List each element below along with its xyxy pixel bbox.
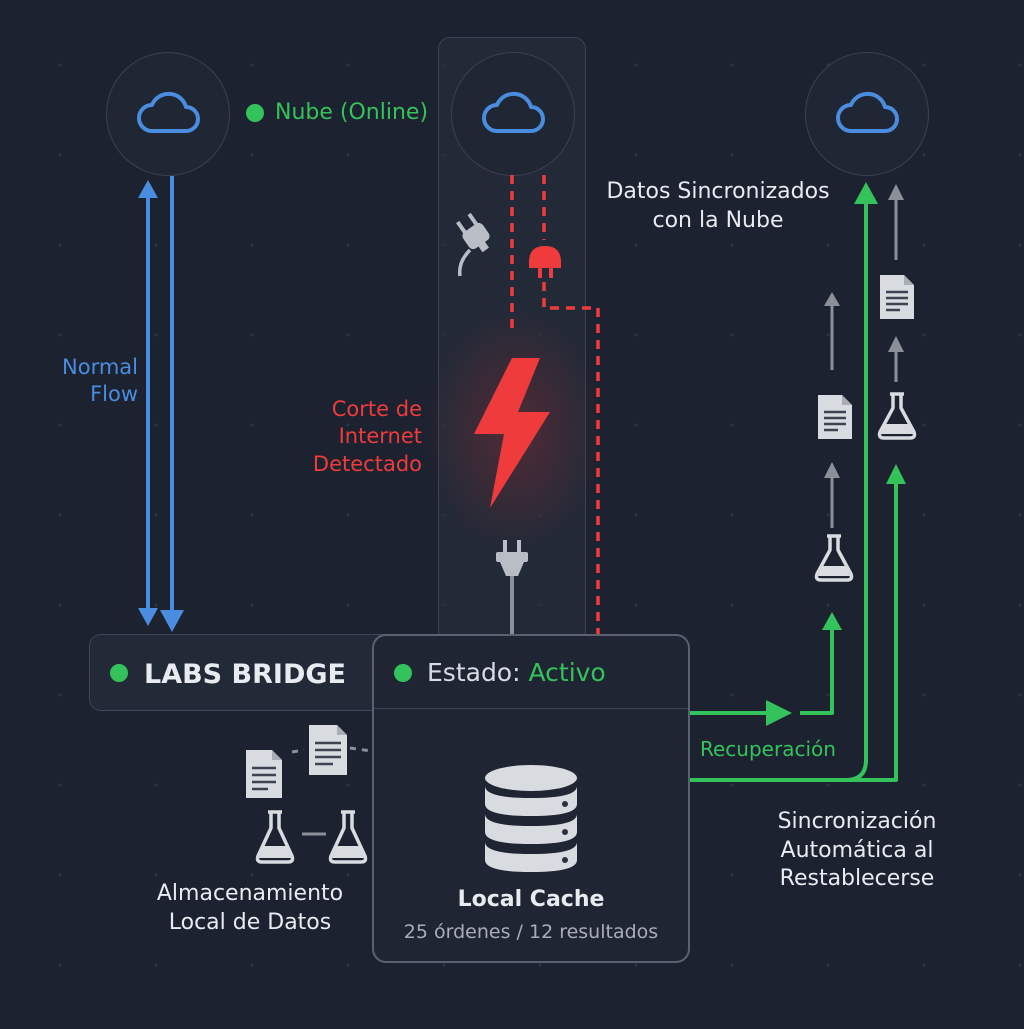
local-cache-box: Estado: Activo Local Cache 25 órdenes / … (372, 634, 690, 963)
online-status-dot (246, 104, 264, 122)
document-icon (880, 275, 914, 319)
sync-arrows (830, 198, 898, 528)
database-icon (485, 765, 577, 872)
plug-icon (496, 540, 528, 576)
local-storage-label: Almacenamiento Local de Datos (140, 880, 360, 937)
recovery-arrows (688, 200, 898, 782)
plug-alert-icon (529, 246, 561, 278)
unplugged-plug-icon (456, 212, 490, 277)
normal-flow-line-2: Flow (90, 382, 138, 407)
labs-bridge-box: LABS BRIDGE (89, 634, 411, 711)
arrow-down-icon (160, 610, 184, 632)
outage-label: Corte de Internet Detectado (300, 396, 422, 478)
lightning-bolt-icon (474, 358, 550, 508)
arrow-up-icon (822, 612, 842, 630)
cache-header: Estado: Activo (374, 636, 688, 709)
document-icon (818, 395, 852, 439)
normal-flow-arrows (146, 176, 174, 614)
outage-line-2: Internet (338, 424, 422, 449)
cache-status-label: Estado: (427, 658, 521, 687)
cache-stats: 25 órdenes / 12 resultados (403, 921, 659, 943)
auto-sync-line-2: Automática al (780, 837, 934, 863)
cache-title: Local Cache (457, 887, 605, 912)
arrow-up-icon (138, 180, 158, 198)
arrow-up-icon (886, 464, 906, 484)
arrow-down-icon (138, 608, 158, 626)
normal-flow-line-1: Normal (62, 355, 138, 379)
arrow-right-icon (766, 700, 792, 726)
synced-line-1: Datos Sincronizados (606, 179, 830, 204)
cache-status: Estado: Activo (427, 657, 606, 690)
cloud-icon (137, 91, 200, 133)
auto-sync-line-3: Restablecerse (779, 866, 935, 892)
auto-sync-line-1: Sincronización (777, 809, 937, 834)
document-icon (246, 750, 282, 798)
document-icon (309, 725, 347, 775)
flask-icon (255, 810, 295, 864)
bridge-status-dot (110, 664, 128, 682)
cache-status-value: Activo (528, 658, 606, 687)
arrow-up-icon (824, 462, 840, 478)
auto-sync-label: Sincronización Automática al Restablecer… (758, 808, 956, 894)
bridge-title: LABS BRIDGE (144, 659, 346, 690)
outage-line-3: Detectado (312, 451, 422, 476)
flask-icon (328, 810, 368, 864)
arrow-up-icon (888, 184, 904, 200)
arrow-up-icon (824, 292, 840, 306)
recovery-label: Recuperación (700, 737, 836, 761)
cloud-node-left (106, 52, 230, 176)
synced-line-2: con la Nube (652, 207, 784, 233)
arrow-up-icon (888, 336, 904, 352)
cloud-node-right (805, 52, 929, 176)
synced-label: Datos Sincronizados con la Nube (592, 178, 844, 235)
cloud-icon (482, 91, 545, 133)
cloud-node-center (451, 52, 575, 176)
local-storage-line-1: Almacenamiento (156, 881, 344, 906)
outage-lines (510, 175, 600, 634)
normal-flow-label: Normal Flow (60, 354, 138, 409)
local-storage-line-2: Local de Datos (168, 909, 332, 935)
flask-icon (814, 534, 854, 582)
cache-status-dot (394, 664, 412, 682)
arrow-up-icon (854, 182, 878, 204)
flask-icon (877, 392, 917, 440)
outage-line-1: Corte de (331, 397, 422, 421)
cloud-status-label: Nube (Online) (275, 100, 429, 125)
cloud-icon (836, 91, 899, 133)
